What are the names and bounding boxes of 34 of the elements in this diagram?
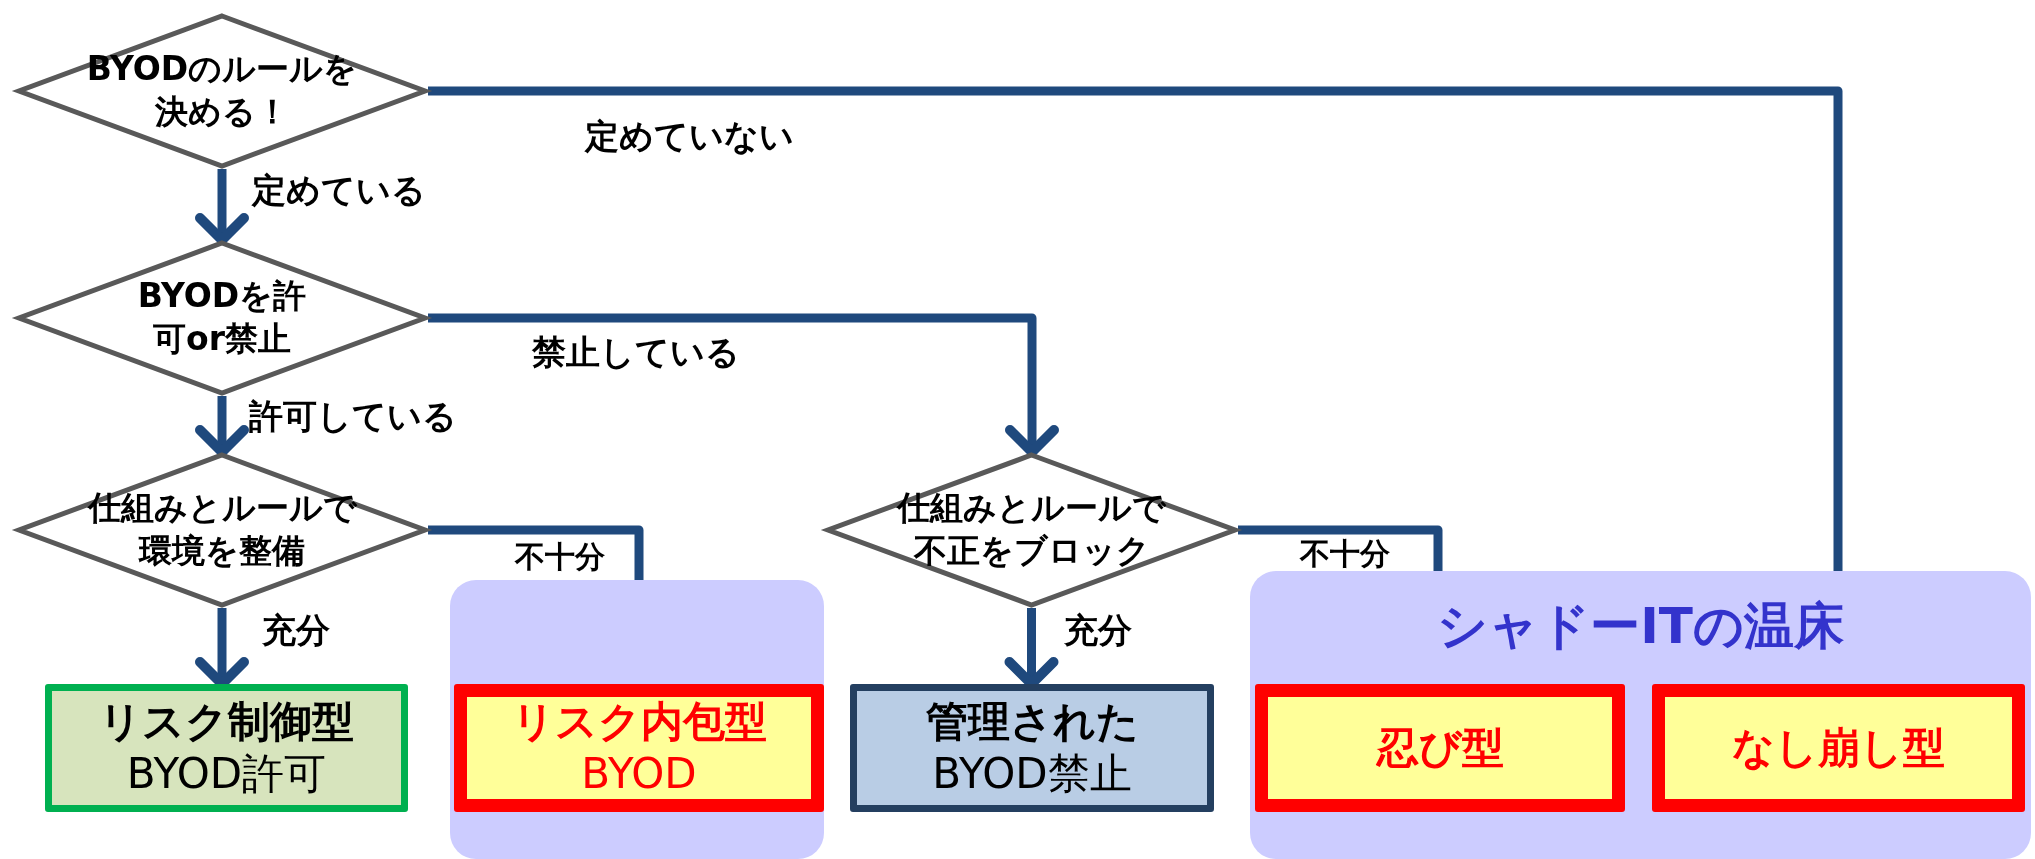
edge-label: 許可している <box>249 398 457 436</box>
connector-line <box>428 525 644 580</box>
arrow <box>195 169 249 245</box>
result-box <box>454 684 824 812</box>
connector-line <box>428 86 1843 571</box>
edge-label: 禁止している <box>532 334 740 372</box>
diamond-label: 仕組みとルールで環境を整備 <box>86 487 358 572</box>
edge-label: 不十分 <box>1300 537 1390 570</box>
diamond-label: BYODのルールを決める！ <box>85 48 359 133</box>
box-title: なし崩し型 <box>1732 721 1945 774</box>
box-subtitle: BYOD <box>581 748 697 800</box>
arrow <box>195 396 249 457</box>
edge-label: 不十分 <box>515 540 605 573</box>
box-title: リスク制御型 <box>99 695 354 748</box>
group-panel <box>1250 571 2031 859</box>
result-box <box>1652 684 2025 812</box>
box-subtitle: BYOD禁止 <box>932 748 1132 800</box>
box-title: リスク内包型 <box>511 695 767 748</box>
result-box <box>1255 684 1625 812</box>
panel-title: シャドーITの温床 <box>1437 596 1844 657</box>
edge-label: 定めていない <box>585 118 794 156</box>
arrow <box>428 313 1059 457</box>
group-panel <box>450 580 824 859</box>
edge-label: 定めている <box>252 172 426 210</box>
result-box <box>850 684 1214 812</box>
box-title: 管理された <box>925 695 1139 748</box>
edge-label: 充分 <box>262 612 330 650</box>
connector-line <box>1238 525 1443 571</box>
diamond-label: 仕組みとルールで不正をブロック <box>895 487 1167 572</box>
box-title: 忍び型 <box>1376 721 1504 774</box>
result-box <box>45 684 408 812</box>
diamond-label: BYODを許可or禁止 <box>136 275 308 360</box>
box-subtitle: BYOD許可 <box>126 748 327 800</box>
edge-label: 充分 <box>1064 612 1132 650</box>
